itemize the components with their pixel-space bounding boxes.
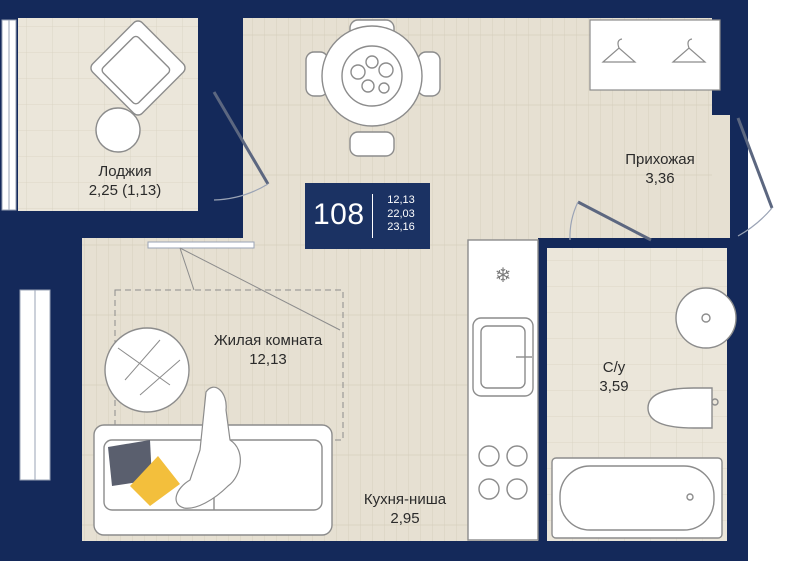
room-area: 2,95: [390, 510, 420, 527]
person-figure: [175, 386, 241, 509]
room-name: Прихожая: [625, 151, 695, 168]
room-area: 12,13: [249, 351, 287, 368]
dining-set: [305, 19, 441, 157]
kitchen-counter: [467, 239, 539, 541]
unit-divider: [372, 194, 373, 238]
room-name: Жилая комната: [213, 332, 323, 349]
loggia-table: [95, 107, 141, 153]
room-label-bathroom: С/у 3,59: [584, 358, 644, 396]
windows: [1, 19, 255, 481]
bathroom-fixtures: [551, 287, 737, 539]
room-name: Кухня-ниша: [363, 491, 447, 508]
unit-number: 108: [313, 198, 365, 231]
room-area: 3,36: [645, 170, 675, 187]
wardrobe: [589, 19, 721, 91]
rug: [104, 327, 190, 413]
room-label-living-room: Жилая комната 12,13: [186, 331, 350, 369]
loggia-chair: [90, 20, 186, 116]
unit-area-living: 12,13: [387, 194, 415, 206]
room-area: 3,59: [599, 378, 629, 395]
unit-area-total: 22,03: [387, 207, 415, 220]
room-name: Лоджия: [98, 163, 152, 180]
doors: [212, 91, 774, 242]
unit-area-with-loggia: 23,16: [387, 221, 415, 233]
room-label-hallway: Прихожая 3,36: [598, 150, 722, 188]
room-label-kitchen-niche: Кухня-ниша 2,95: [340, 490, 470, 528]
room-name: С/у: [602, 359, 626, 376]
room-label-loggia: Лоджия 2,25 (1,13): [70, 162, 180, 200]
unit-areas: 12,13 22,03 23,16: [379, 194, 423, 235]
sofa-pillow-yellow: [130, 456, 180, 506]
unit-badge: 108 12,13 22,03 23,16: [305, 183, 430, 249]
room-area: 2,25 (1,13): [88, 182, 162, 199]
snowflake-icon: ❄: [495, 263, 512, 287]
